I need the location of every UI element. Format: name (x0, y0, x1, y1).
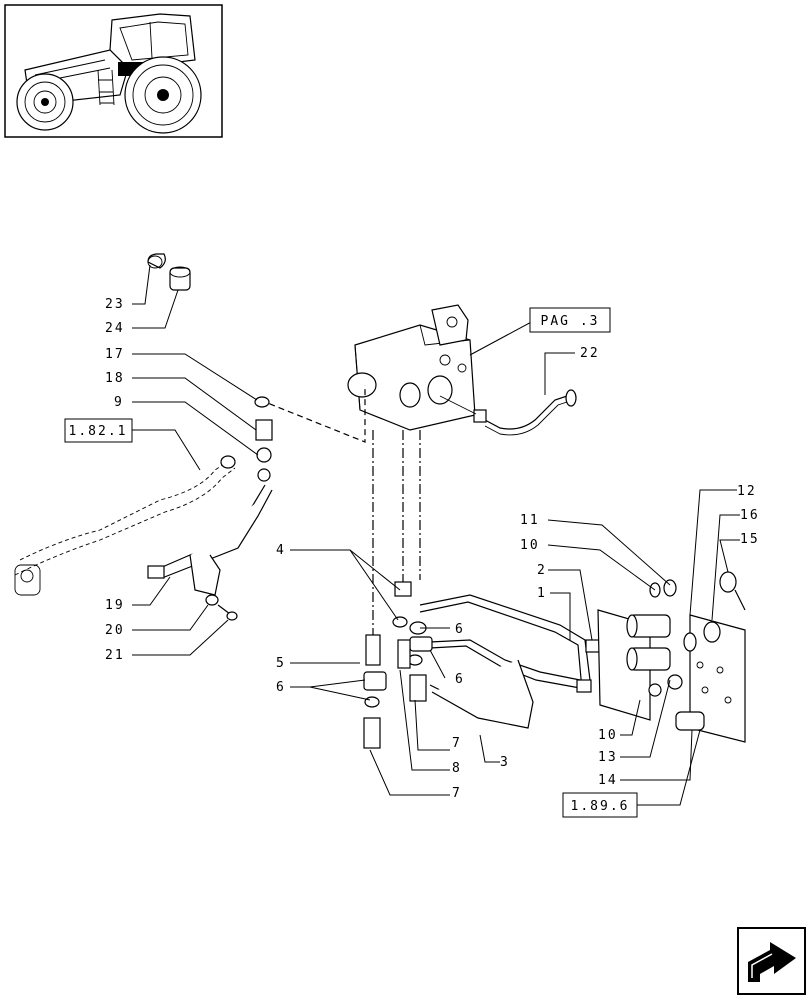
callout-23: 23 (105, 297, 125, 312)
callout-4: 4 (276, 543, 286, 558)
callout-2: 2 (537, 563, 547, 578)
svg-text:PAG .3: PAG .3 (541, 314, 600, 329)
callout-6-top: 6 (455, 622, 465, 637)
callout-19: 19 (105, 598, 125, 613)
callout-1: 1 (537, 586, 547, 601)
callout-3: 3 (500, 755, 510, 770)
ref-box-1-82-1[interactable]: 1.82.1 (64, 418, 133, 443)
callout-14: 14 (598, 773, 618, 788)
callout-18: 18 (105, 371, 125, 386)
callout-22: 22 (580, 346, 600, 361)
callout-16: 16 (740, 508, 760, 523)
svg-text:1.89.6: 1.89.6 (571, 799, 630, 814)
callout-10-bottom: 10 (598, 728, 618, 743)
svg-text:1.82.1: 1.82.1 (69, 424, 128, 439)
callout-20: 20 (105, 623, 125, 638)
leader-lines (132, 264, 740, 806)
callout-13: 13 (598, 750, 618, 765)
callout-5: 5 (276, 656, 286, 671)
callout-7-lower: 7 (452, 786, 462, 801)
callout-6-mid: 6 (455, 672, 465, 687)
callout-24: 24 (105, 321, 125, 336)
ref-box-1-89-6[interactable]: 1.89.6 (562, 792, 638, 818)
callout-15: 15 (740, 532, 760, 547)
callout-17: 17 (105, 347, 125, 362)
ref-box-pag[interactable]: PAG .3 (529, 307, 611, 333)
callout-11: 11 (520, 513, 540, 528)
callout-21: 21 (105, 648, 125, 663)
next-page-arrow-icon[interactable] (737, 927, 806, 995)
callout-7-upper: 7 (452, 736, 462, 751)
callout-9: 9 (114, 395, 124, 410)
callout-10-top: 10 (520, 538, 540, 553)
callout-6-left: 6 (276, 680, 286, 695)
control-valve-block (347, 304, 476, 431)
callout-8: 8 (452, 761, 462, 776)
callout-labels: 23 24 17 18 9 19 20 21 4 5 6 6 6 7 8 7 3… (105, 297, 760, 801)
tractor-thumbnail (4, 4, 223, 138)
callout-12: 12 (737, 484, 757, 499)
